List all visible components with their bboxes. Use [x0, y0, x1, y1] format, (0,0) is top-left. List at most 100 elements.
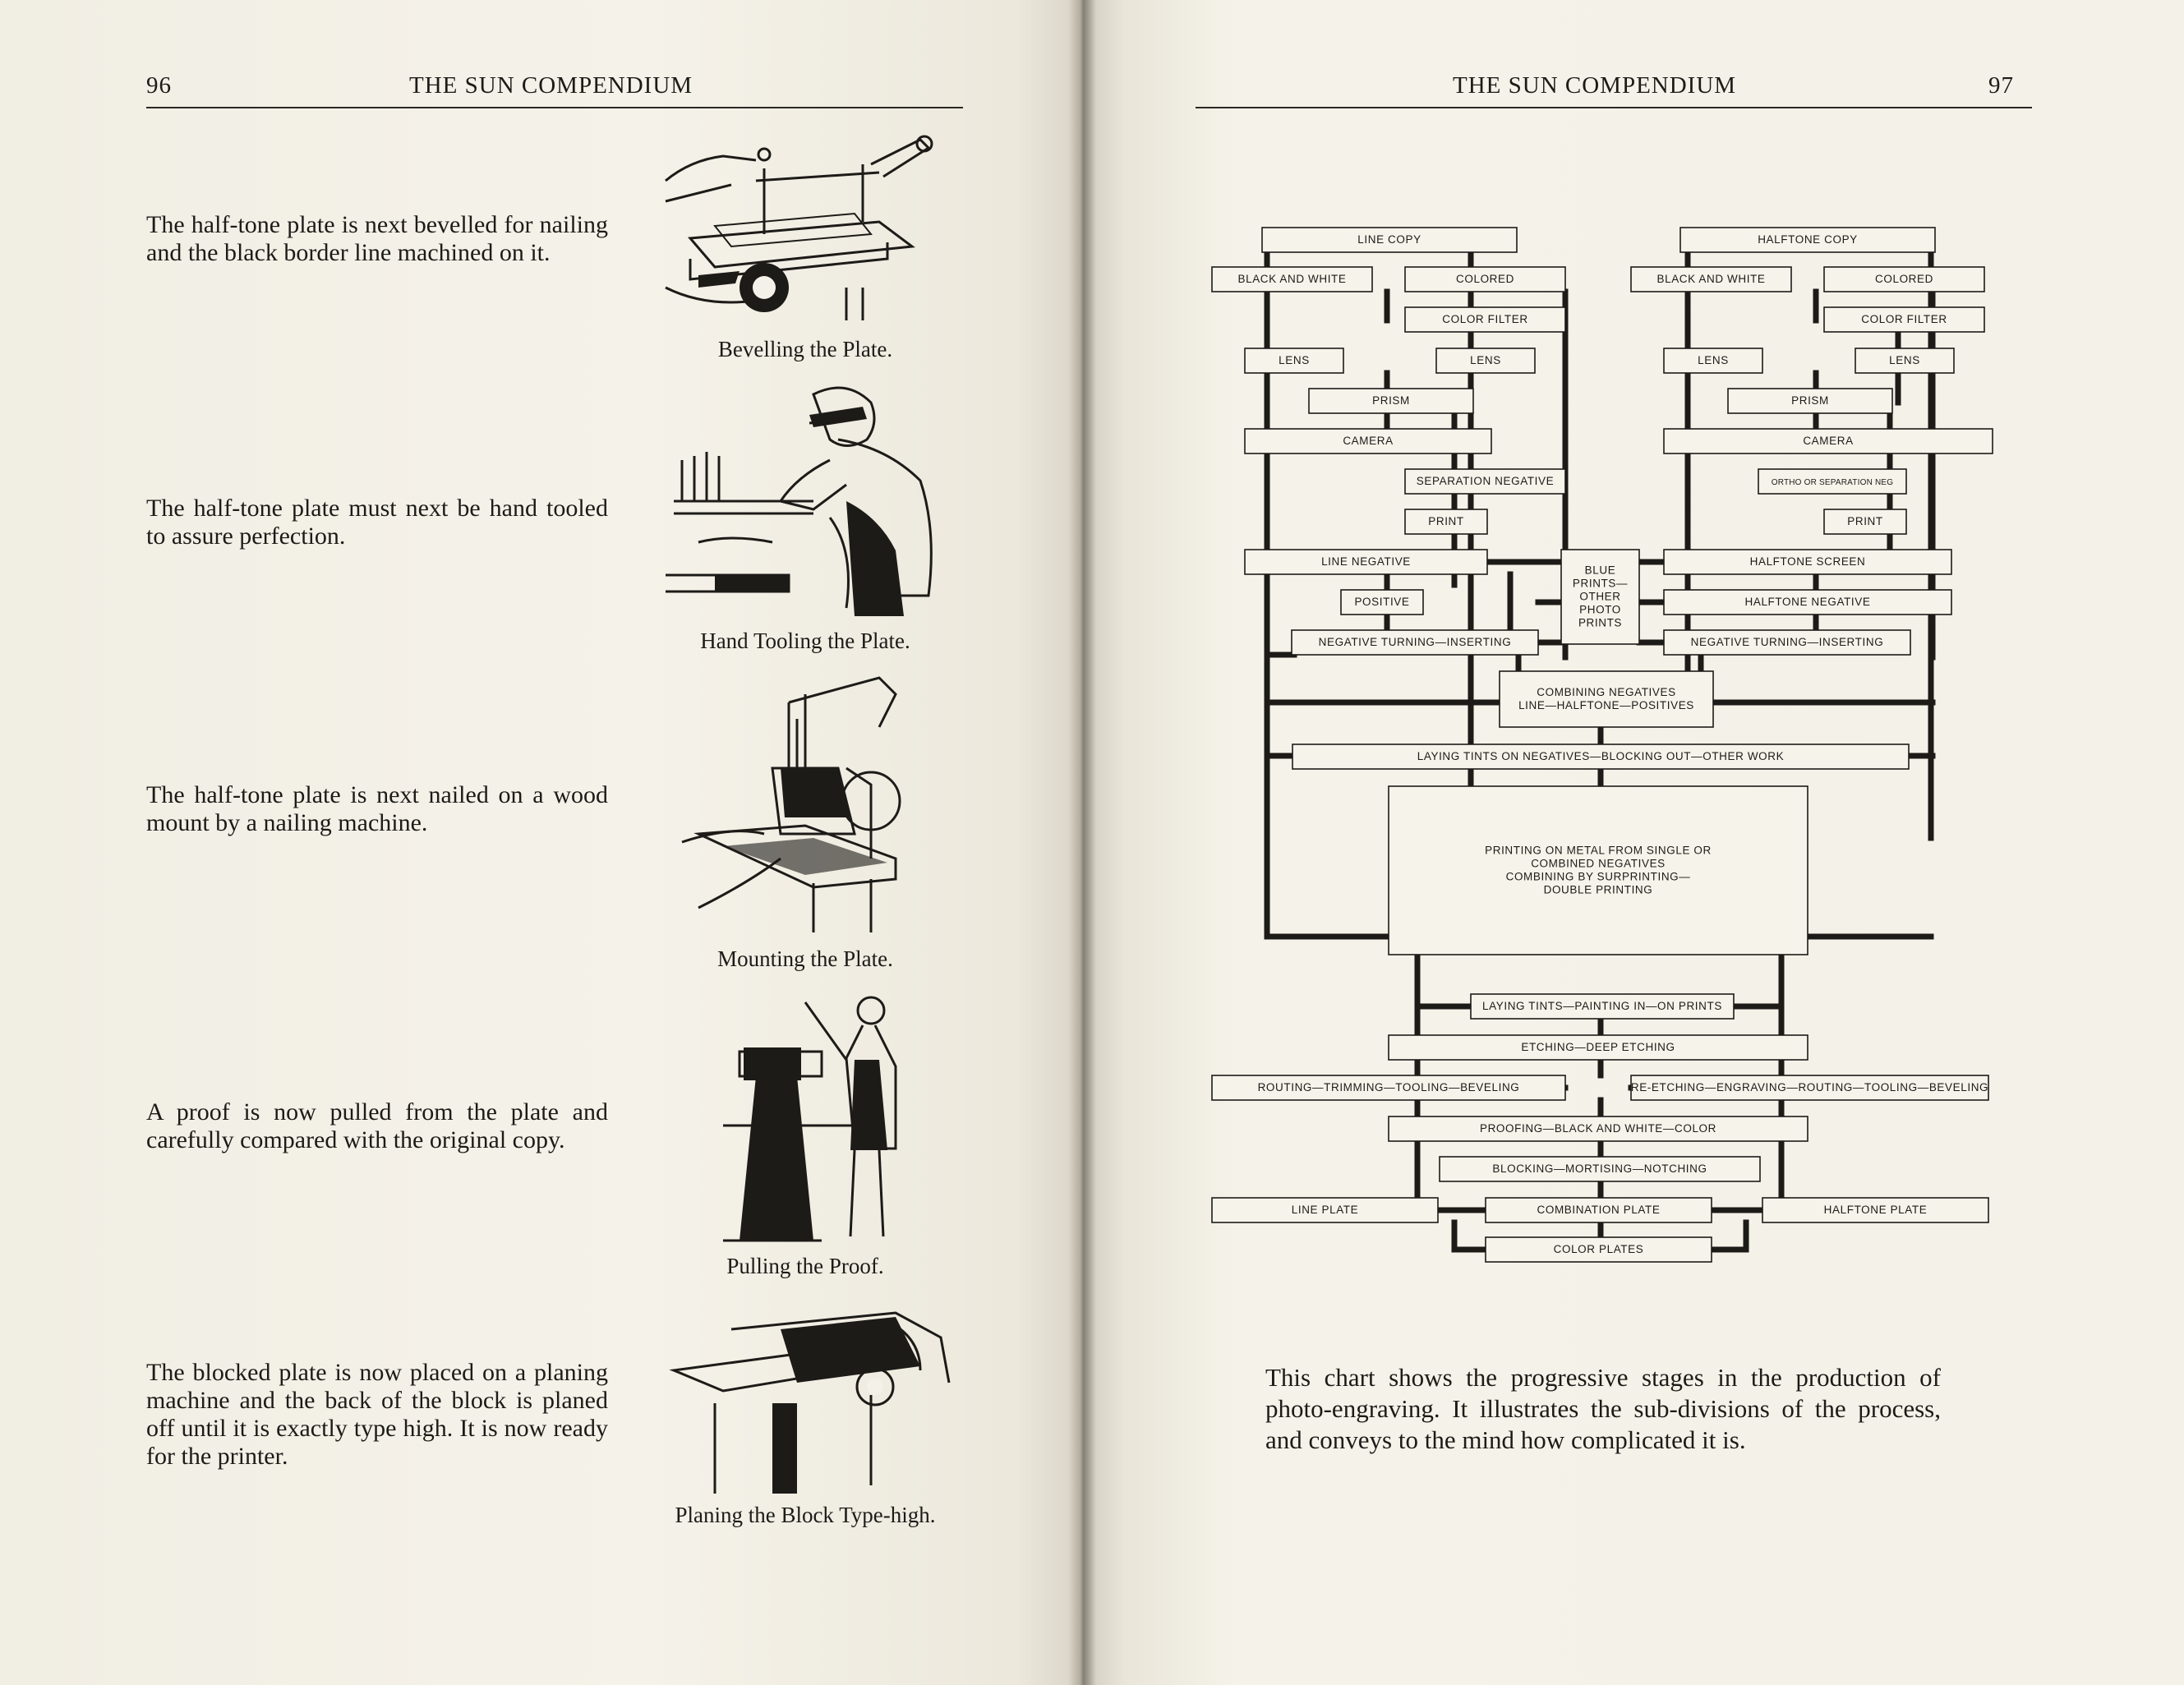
flowchart-node-tintsprints: LAYING TINTS—PAINTING IN—ON PRINTS [1470, 993, 1735, 1020]
bevelling-machine-illustration [665, 135, 933, 320]
step-text-hand-tooling: The half-tone plate must next be hand to… [146, 495, 608, 550]
left-page [0, 0, 1080, 1685]
flowchart-node-label: LINE COPY [1357, 233, 1421, 246]
flowchart-node-prism-l: PRISM [1308, 388, 1474, 414]
flowchart-node-label: LINE PLATE [1292, 1204, 1359, 1216]
step-text-bevelling: The half-tone plate is next bevelled for… [146, 211, 608, 266]
flowchart-node-label: ORTHO OR SEPARATION NEG [1772, 478, 1894, 487]
flowchart-node-lens-l2: LENS [1435, 348, 1536, 374]
flowchart-node-label: ETCHING—DEEP ETCHING [1521, 1041, 1675, 1053]
flowchart-node-label: LAYING TINTS—PAINTING IN—ON PRINTS [1482, 1000, 1722, 1012]
header-rule-right [1196, 107, 2032, 108]
flowchart-node-label: PROOFING—BLACK AND WHITE—COLOR [1480, 1122, 1716, 1135]
flowchart-node-bw-r: BLACK AND WHITE [1630, 266, 1792, 292]
flowchart-node-label: COLOR FILTER [1442, 313, 1527, 325]
flowchart-node-label: PRINTS— [1573, 578, 1628, 590]
flowchart-node-cam-r: CAMERA [1663, 428, 1993, 454]
flowchart-node-label: COLORED [1456, 273, 1514, 285]
flowchart-node-combneg: COMBINING NEGATIVESLINE—HALFTONE—POSITIV… [1499, 670, 1714, 728]
flowchart-node-htscreen: HALFTONE SCREEN [1663, 549, 1952, 575]
flowchart-node-label: BLACK AND WHITE [1237, 273, 1346, 285]
caption-hand-tooling: Hand Tooling the Plate. [700, 628, 910, 653]
chart-description: This chart shows the progressive stages … [1265, 1363, 1941, 1454]
caption-bevelling: Bevelling the Plate. [717, 337, 893, 361]
flowchart-node-label: COMBINATION PLATE [1537, 1204, 1661, 1216]
flowchart-node-label: LENS [1889, 354, 1920, 366]
flowchart-node-combplate: COMBINATION PLATE [1485, 1197, 1712, 1223]
flowchart-node-label: COLOR PLATES [1554, 1243, 1644, 1255]
flowchart-node-htplate: HALFTONE PLATE [1762, 1197, 1989, 1223]
step-text-mounting: The half-tone plate is next nailed on a … [146, 781, 608, 836]
flowchart-node-label: SEPARATION NEGATIVE [1417, 475, 1554, 487]
flowchart-node-positive: POSITIVE [1340, 589, 1424, 615]
flowchart-node-label: PRINTING ON METAL FROM SINGLE OR [1485, 845, 1712, 857]
flowchart-node-lineplate: LINE PLATE [1211, 1197, 1439, 1223]
flowchart-nodes: LINE COPY BLACK AND WHITE COLORED COLOR FIL… [1211, 227, 1993, 1263]
flowchart-node-printing: PRINTING ON METAL FROM SINGLE ORCOMBINED… [1388, 785, 1808, 955]
caption-mounting: Mounting the Plate. [717, 946, 893, 971]
flowchart-node-label: CAMERA [1803, 435, 1853, 447]
flowchart-node-label: ROUTING—TRIMMING—TOOLING—BEVELING [1258, 1081, 1520, 1093]
flowchart-node-cam-l: CAMERA [1244, 428, 1492, 454]
running-head-right: THE SUN COMPENDIUM [1453, 72, 1737, 99]
flowchart-node-halftone-copy: HALFTONE COPY [1679, 227, 1936, 253]
flowchart-node-label: PRINT [1428, 515, 1464, 527]
engraver-at-bench-illustration [666, 386, 933, 616]
flowchart-node-label: LINE NEGATIVE [1321, 555, 1411, 568]
flowchart-node-lineneg: LINE NEGATIVE [1244, 549, 1488, 575]
flowchart-node-label: HALFTONE COPY [1758, 233, 1858, 246]
flowchart-node-col-l: COLORED [1404, 266, 1566, 292]
flowchart-node-filt-r: COLOR FILTER [1823, 306, 1985, 333]
planing-machine-illustration [669, 1311, 951, 1494]
flowchart-node-label: OTHER [1579, 591, 1620, 603]
flowchart-node-label: PHOTO [1579, 604, 1621, 616]
book-gutter [1068, 0, 1096, 1685]
flowchart-node-colorplates: COLOR PLATES [1485, 1236, 1712, 1263]
flowchart-node-label: COMBINED NEGATIVES [1531, 858, 1666, 870]
flowchart-node-line-copy: LINE COPY [1261, 227, 1518, 253]
flowchart-node-label: COMBINING NEGATIVES [1537, 686, 1675, 698]
flowchart-node-sepneg: SEPARATION NEGATIVE [1404, 468, 1566, 495]
flowchart-node-label: BLACK AND WHITE [1656, 273, 1765, 285]
flowchart-node-label: LENS [1698, 354, 1729, 366]
flowchart-node-lens-r2: LENS [1855, 348, 1955, 374]
caption-planing: Planing the Block Type-high. [675, 1503, 936, 1527]
flowchart-node-label: NEGATIVE TURNING—INSERTING [1691, 636, 1884, 648]
running-head-left: THE SUN COMPENDIUM [409, 72, 693, 99]
flowchart-node-tints: LAYING TINTS ON NEGATIVES—BLOCKING OUT—O… [1292, 744, 1910, 770]
flowchart-node-negturn-r: NEGATIVE TURNING—INSERTING [1663, 629, 1911, 656]
caption-pulling-proof: Pulling the Proof. [726, 1254, 884, 1278]
flowchart-node-reetch: RE-ETCHING—ENGRAVING—ROUTING—TOOLING—BEV… [1630, 1075, 1989, 1101]
flowchart-node-label: RE-ETCHING—ENGRAVING—ROUTING—TOOLING—BEV… [1631, 1081, 1988, 1093]
flowchart-node-label: BLUE [1585, 564, 1616, 577]
step-text-planing: The blocked plate is now placed on a pla… [146, 1359, 608, 1470]
flowchart-node-lens-r1: LENS [1663, 348, 1763, 374]
flowchart-node-label: HALFTONE PLATE [1824, 1204, 1928, 1216]
flowchart-node-label: COMBINING BY SURPRINTING— [1506, 871, 1691, 883]
flowchart-node-print-r: PRINT [1823, 509, 1907, 535]
nailing-machine-illustration [681, 676, 901, 932]
flowchart-node-proofing: PROOFING—BLACK AND WHITE—COLOR [1388, 1116, 1808, 1142]
flowchart-node-print-l: PRINT [1404, 509, 1488, 535]
flowchart-node-ortho: ORTHO OR SEPARATION NEG [1758, 468, 1907, 495]
page-number-right: 97 [1988, 72, 2014, 99]
flowchart-node-filt-l: COLOR FILTER [1404, 306, 1566, 333]
flowchart-node-col-r: COLORED [1823, 266, 1985, 292]
page-number-left: 96 [146, 72, 172, 99]
flowchart-node-label: DOUBLE PRINTING [1544, 884, 1653, 896]
flowchart-node-label: HALFTONE SCREEN [1750, 555, 1866, 568]
flowchart-node-label: LENS [1279, 354, 1310, 366]
flowchart-node-label: CAMERA [1343, 435, 1393, 447]
flowchart-node-etching: ETCHING—DEEP ETCHING [1388, 1034, 1808, 1061]
flowchart-node-label: LINE—HALFTONE—POSITIVES [1518, 699, 1694, 711]
flowchart-node-blocking: BLOCKING—MORTISING—NOTCHING [1439, 1156, 1761, 1182]
flowchart-node-htneg: HALFTONE NEGATIVE [1663, 589, 1952, 615]
flowchart-node-label: LAYING TINTS ON NEGATIVES—BLOCKING OUT—O… [1417, 750, 1784, 762]
proof-press-illustration [723, 996, 897, 1242]
flowchart-node-label: PRISM [1791, 394, 1829, 407]
flowchart-node-prism-r: PRISM [1727, 388, 1893, 414]
flowchart-node-label: POSITIVE [1354, 596, 1409, 608]
flowchart-node-label: BLOCKING—MORTISING—NOTCHING [1492, 1162, 1707, 1175]
